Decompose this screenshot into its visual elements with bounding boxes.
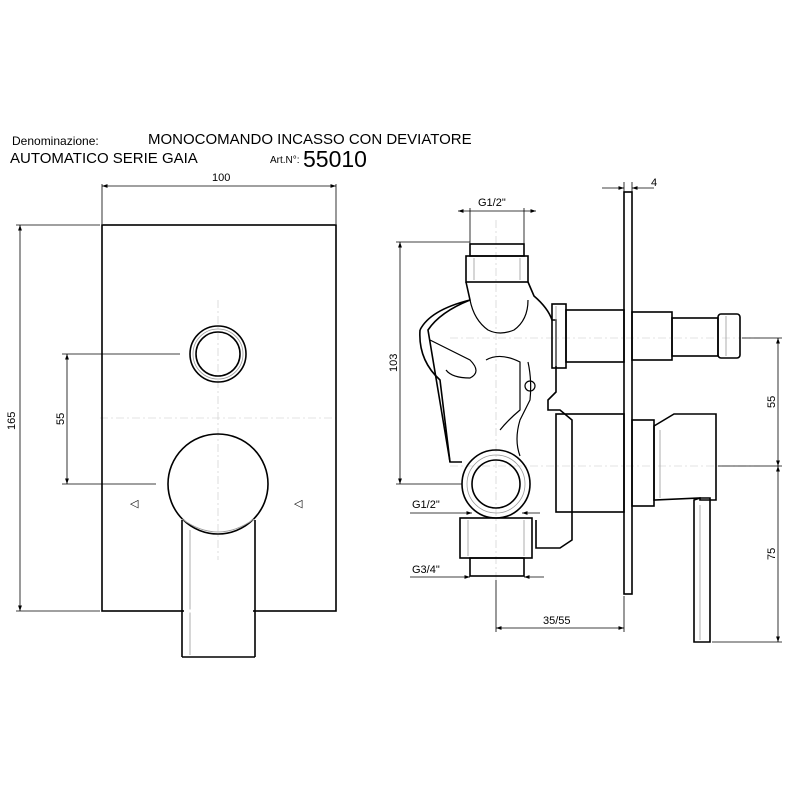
mid-connection-label: G1/2"	[412, 499, 440, 511]
valve-body-left-curve	[419, 329, 451, 463]
rotation-arrow-right: ◁	[294, 498, 303, 510]
diverter-knob-side	[717, 313, 741, 359]
side-wall-plate	[623, 191, 633, 595]
fixing-screw-hole	[524, 380, 536, 392]
title-line-2: AUTOMATICO SERIE GAIA	[10, 150, 198, 167]
diverter-knob-ring	[192, 328, 244, 380]
top-inlet-label: G1/2"	[478, 197, 506, 209]
diverter-stem-nut	[551, 303, 567, 369]
valve-body-ridge	[516, 361, 532, 457]
mixer-flange	[631, 419, 655, 507]
top-inlet-cap	[469, 243, 525, 257]
front-view: ◁ ◁ 100 165 55	[6, 172, 337, 658]
article-label: Art.N°:	[270, 155, 300, 166]
bottom-outlet-label: G3/4"	[412, 564, 440, 576]
mixer-handle-side	[653, 413, 717, 501]
dim-100-label: 100	[212, 172, 230, 184]
dim-right-55-label: 55	[766, 396, 778, 408]
lever-side	[693, 497, 711, 643]
article-number: 55010	[303, 146, 367, 172]
bottom-outlet-thread	[469, 557, 525, 577]
diverter-knob-inner	[195, 331, 241, 377]
dim-depth-label: 35/55	[543, 615, 571, 627]
rotation-arrow-left: ◁	[130, 498, 139, 510]
dim-165-label: 165	[6, 412, 18, 430]
side-view: G1/2" G1/2"	[388, 177, 782, 643]
diverter-stem-extension	[631, 311, 673, 361]
mixer-handle-shadow	[181, 518, 255, 533]
valve-body-inner-neck	[469, 299, 529, 334]
top-inlet-nut	[465, 255, 529, 283]
dim-103-label: 103	[388, 354, 400, 372]
diverter-stem-body	[565, 309, 625, 363]
dim-55-label: 55	[55, 413, 67, 425]
dim-4-label: 4	[651, 177, 657, 189]
valve-body-cavity	[429, 339, 477, 379]
mixer-handle-body	[167, 433, 269, 535]
diverter-stem-cap	[671, 317, 719, 357]
diverter-knob-outer	[189, 325, 247, 383]
title-line-1: MONOCOMANDO INCASSO CON DEVIATORE	[148, 131, 472, 148]
mixer-cartridge-housing	[555, 413, 625, 513]
lower-inlet-ring-thread	[466, 454, 526, 514]
lower-inlet-ring-inner	[471, 459, 521, 509]
dim-75-label: 75	[766, 548, 778, 560]
denomination-label: Denominazione:	[12, 134, 99, 148]
valve-body-channel	[485, 355, 521, 431]
